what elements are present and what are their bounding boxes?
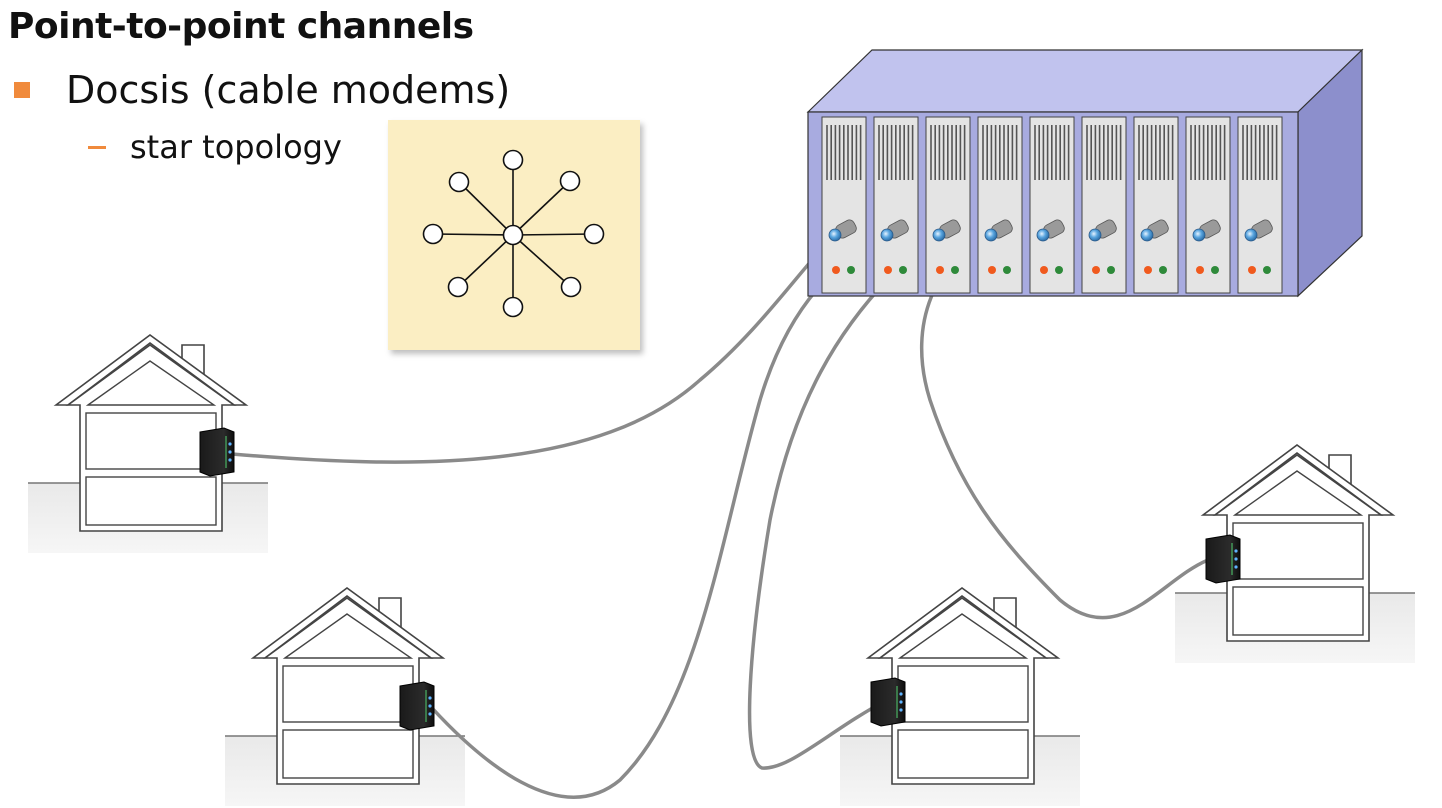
- bullet-dash-icon: [88, 145, 106, 149]
- line-card: [821, 116, 867, 294]
- cable-modem-icon: [870, 677, 906, 727]
- coax-port-icon: [1140, 228, 1154, 242]
- coax-port-icon: [1192, 228, 1206, 242]
- line-card: [1029, 116, 1075, 294]
- coax-port-icon: [1036, 228, 1050, 242]
- cable-headend-rack-icon: [806, 48, 1364, 298]
- cable-modem-icon: [399, 681, 435, 731]
- house-icon: [1175, 444, 1415, 663]
- status-led-red: [1196, 266, 1204, 274]
- status-led-green: [847, 266, 855, 274]
- slide-title: Point-to-point channels: [8, 6, 474, 47]
- line-card: [1081, 116, 1127, 294]
- star-leaf-node: [448, 171, 470, 193]
- status-led-red: [936, 266, 944, 274]
- cables: [230, 234, 1210, 799]
- status-led-red: [1144, 266, 1152, 274]
- status-led-red: [832, 266, 840, 274]
- house-icon: [28, 334, 268, 553]
- line-card: [873, 116, 919, 294]
- status-led-red: [1040, 266, 1048, 274]
- status-led-red: [988, 266, 996, 274]
- cable-modem-icon: [1205, 534, 1241, 584]
- cable-modem-icon: [199, 427, 235, 477]
- status-led-red: [1092, 266, 1100, 274]
- status-led-green: [899, 266, 907, 274]
- cable-3: [747, 234, 937, 770]
- star-leaf-node: [559, 170, 581, 192]
- star-leaf-node: [502, 149, 524, 171]
- cable-1: [230, 236, 834, 464]
- star-leaf-node: [422, 223, 444, 245]
- status-led-green: [951, 266, 959, 274]
- coax-port-icon: [1244, 228, 1258, 242]
- star-hub-node: [502, 224, 524, 246]
- line-card: [925, 116, 971, 294]
- status-led-green: [1263, 266, 1271, 274]
- house-icon: [840, 587, 1080, 806]
- line-card: [977, 116, 1023, 294]
- coax-port-icon: [984, 228, 998, 242]
- coax-port-icon: [880, 228, 894, 242]
- status-led-green: [1003, 266, 1011, 274]
- star-leaf-node: [502, 296, 524, 318]
- sub-bullet-item: star topology: [88, 128, 342, 166]
- coax-port-icon: [932, 228, 946, 242]
- line-card: [1185, 116, 1231, 294]
- status-led-red: [1248, 266, 1256, 274]
- status-led-red: [884, 266, 892, 274]
- bullet-text: Docsis (cable modems): [66, 68, 511, 112]
- star-topology-icon: [388, 120, 640, 350]
- cable-2: [430, 234, 887, 799]
- bullet-square-icon: [14, 82, 30, 98]
- status-led-green: [1211, 266, 1219, 274]
- star-leaf-node: [583, 223, 605, 245]
- status-led-green: [1055, 266, 1063, 274]
- star-leaf-node: [560, 276, 582, 298]
- coax-port-icon: [1088, 228, 1102, 242]
- line-card: [1133, 116, 1179, 294]
- sub-bullet-text: star topology: [130, 128, 342, 166]
- status-led-green: [1107, 266, 1115, 274]
- status-led-green: [1159, 266, 1167, 274]
- star-leaf-node: [447, 276, 469, 298]
- cable-4: [920, 234, 1210, 620]
- coax-port-icon: [828, 228, 842, 242]
- bullet-item: Docsis (cable modems): [14, 68, 510, 112]
- line-card: [1237, 116, 1283, 294]
- house-icon: [225, 587, 465, 806]
